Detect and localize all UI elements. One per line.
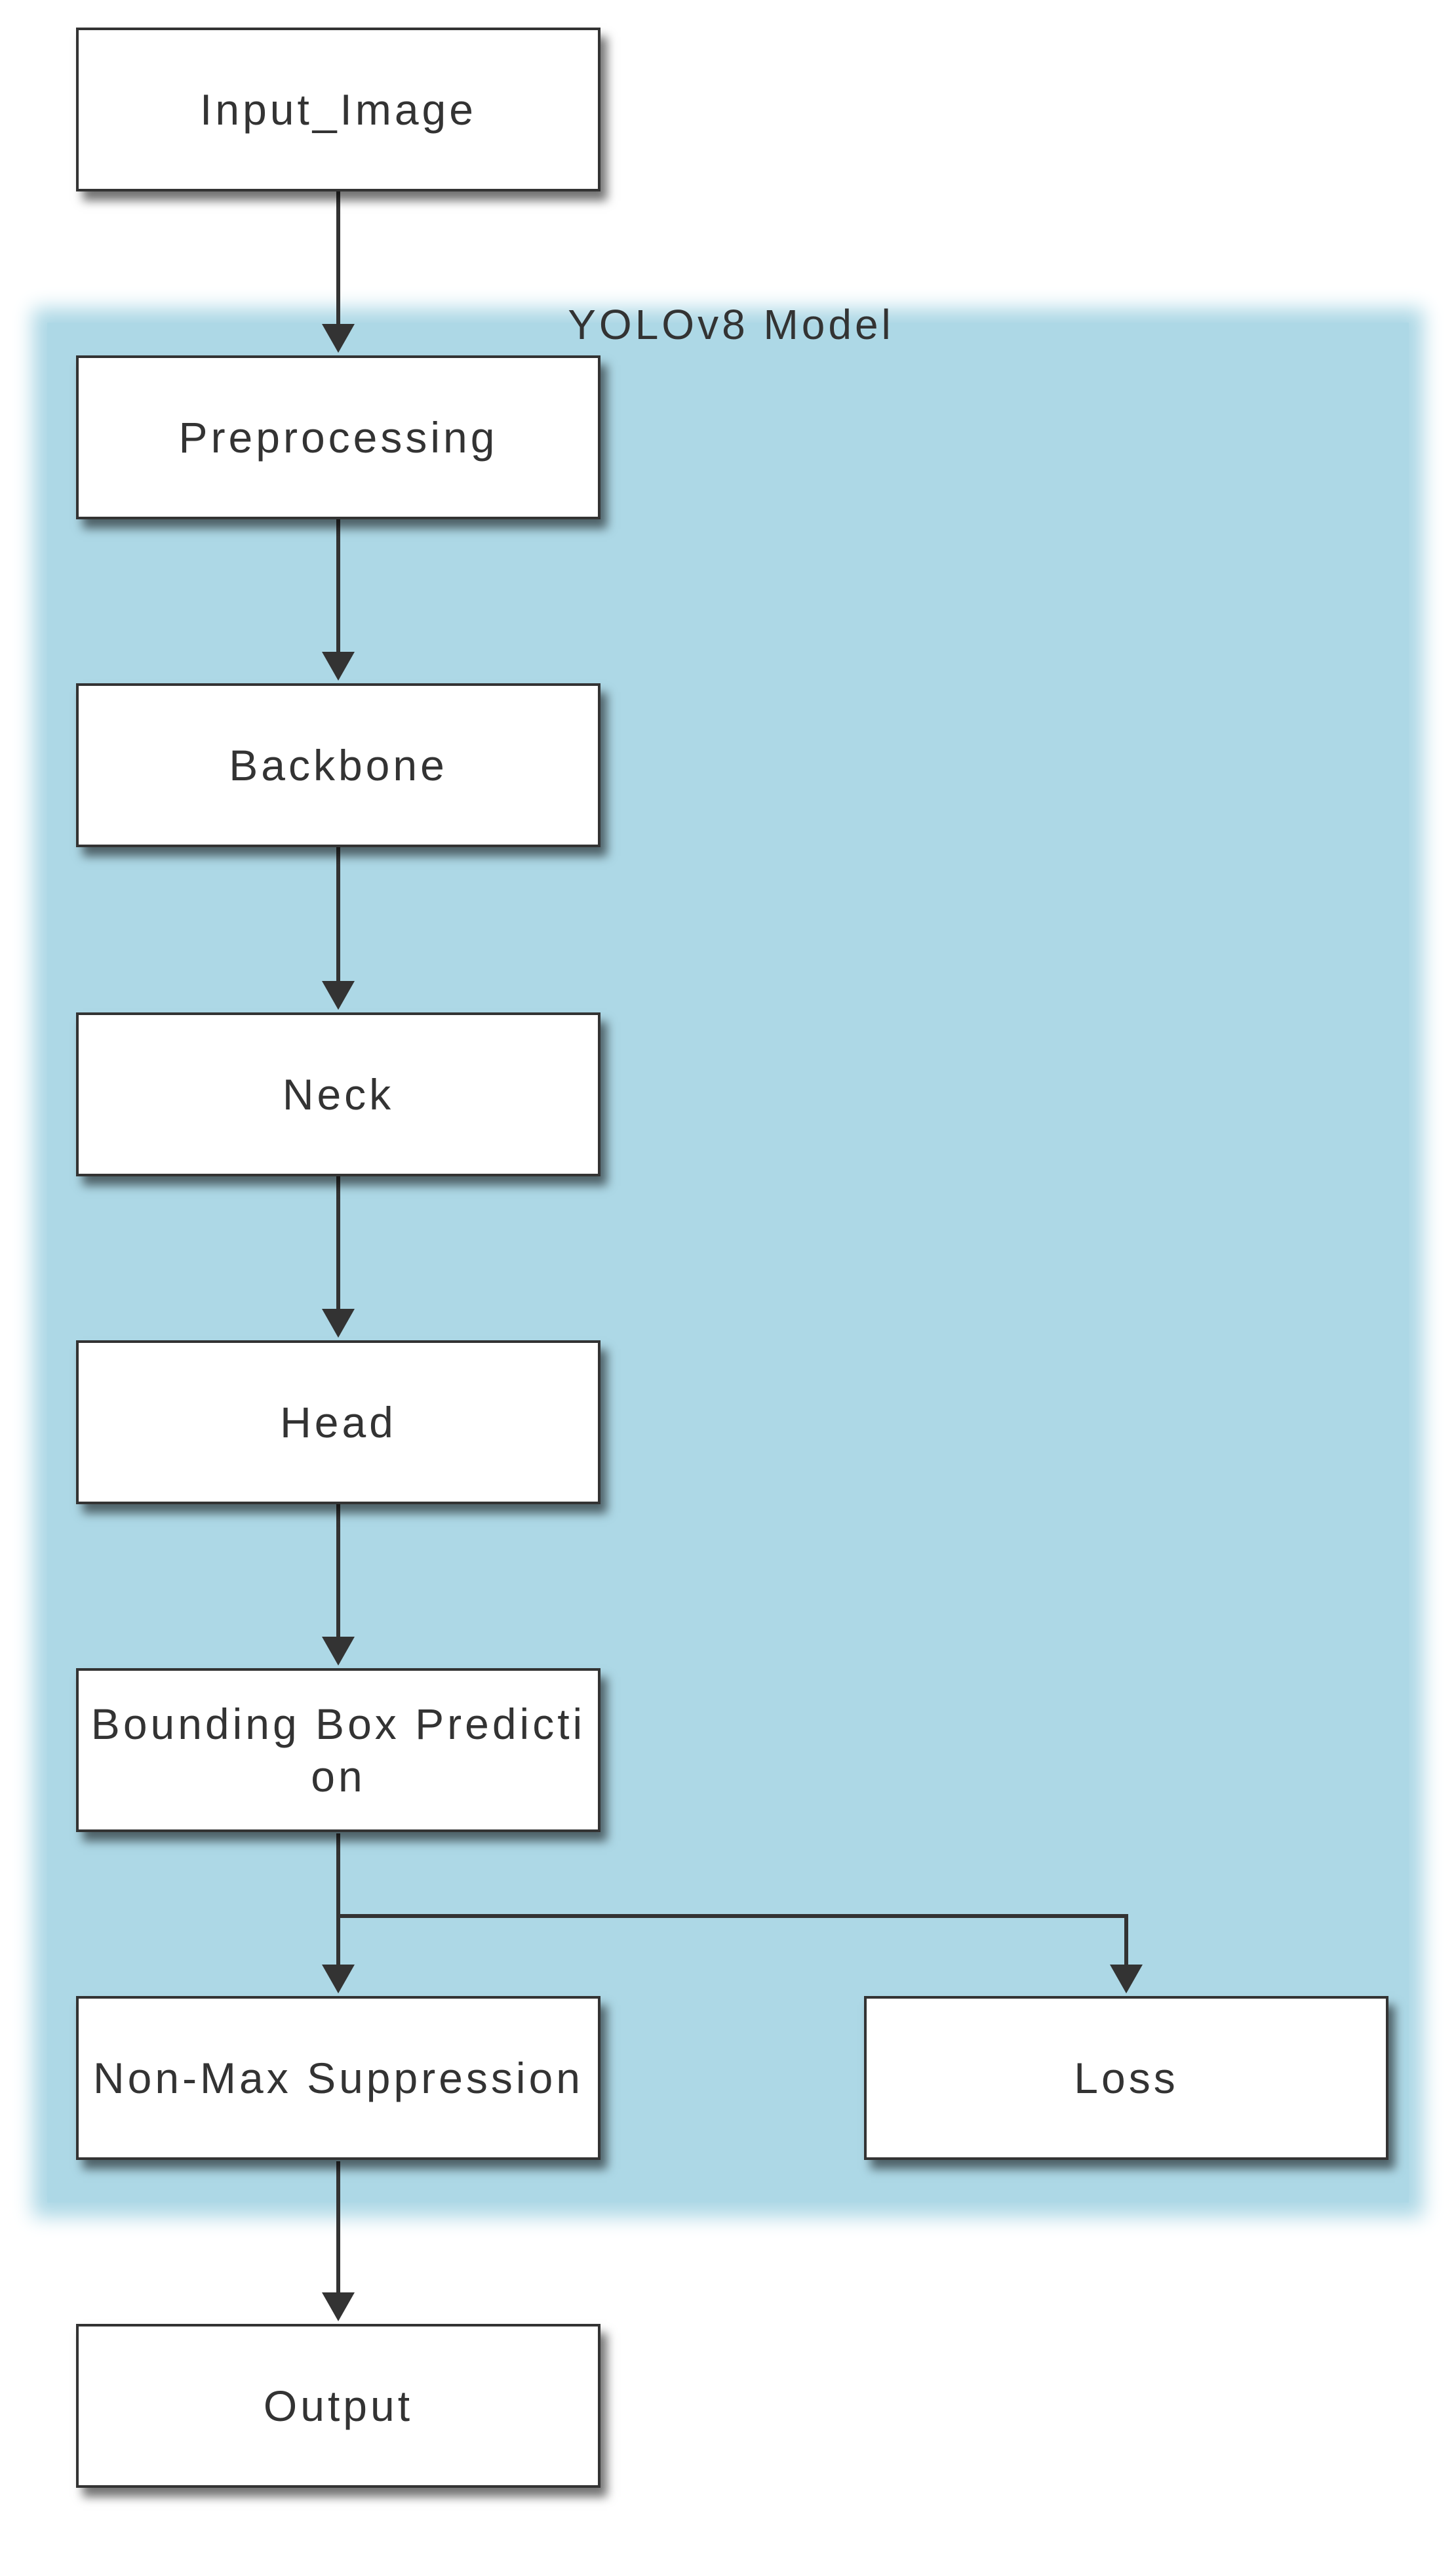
arrowhead-neck bbox=[322, 981, 355, 1010]
arrowhead-backbone bbox=[322, 652, 355, 681]
yolov8-model-cluster bbox=[47, 323, 1409, 2203]
node-label: Input_Image bbox=[200, 85, 477, 134]
arrowhead-output bbox=[322, 2292, 355, 2321]
node-label: Non-Max Suppression bbox=[93, 2054, 583, 2102]
arrowhead-bbox bbox=[322, 1637, 355, 1666]
node-neck: Neck bbox=[76, 1012, 600, 1176]
node-output: Output bbox=[76, 2324, 600, 2488]
node-label: Head bbox=[280, 1398, 397, 1447]
node-label: Output bbox=[263, 2382, 414, 2430]
node-non-max-suppression: Non-Max Suppression bbox=[76, 1996, 600, 2160]
arrowhead-head bbox=[322, 1309, 355, 1338]
node-preprocessing: Preprocessing bbox=[76, 355, 600, 519]
cluster-label: YOLOv8 Model bbox=[568, 301, 894, 348]
edge-bbox-to-loss bbox=[338, 1914, 1128, 1968]
node-backbone: Backbone bbox=[76, 683, 600, 847]
node-label: Backbone bbox=[229, 741, 448, 789]
node-label: Bounding Box Prediction bbox=[90, 1700, 586, 1801]
arrowhead-nms bbox=[322, 1965, 355, 1993]
node-loss: Loss bbox=[864, 1996, 1388, 2160]
node-bounding-box-prediction: Bounding Box Prediction bbox=[76, 1668, 600, 1832]
arrowhead-preprocessing bbox=[322, 324, 355, 353]
node-label: Neck bbox=[282, 1070, 395, 1119]
node-label: Preprocessing bbox=[178, 413, 498, 462]
node-input-image: Input_Image bbox=[76, 28, 600, 191]
node-head: Head bbox=[76, 1340, 600, 1504]
node-label: Loss bbox=[1074, 2054, 1179, 2102]
arrowhead-loss bbox=[1110, 1965, 1143, 1993]
